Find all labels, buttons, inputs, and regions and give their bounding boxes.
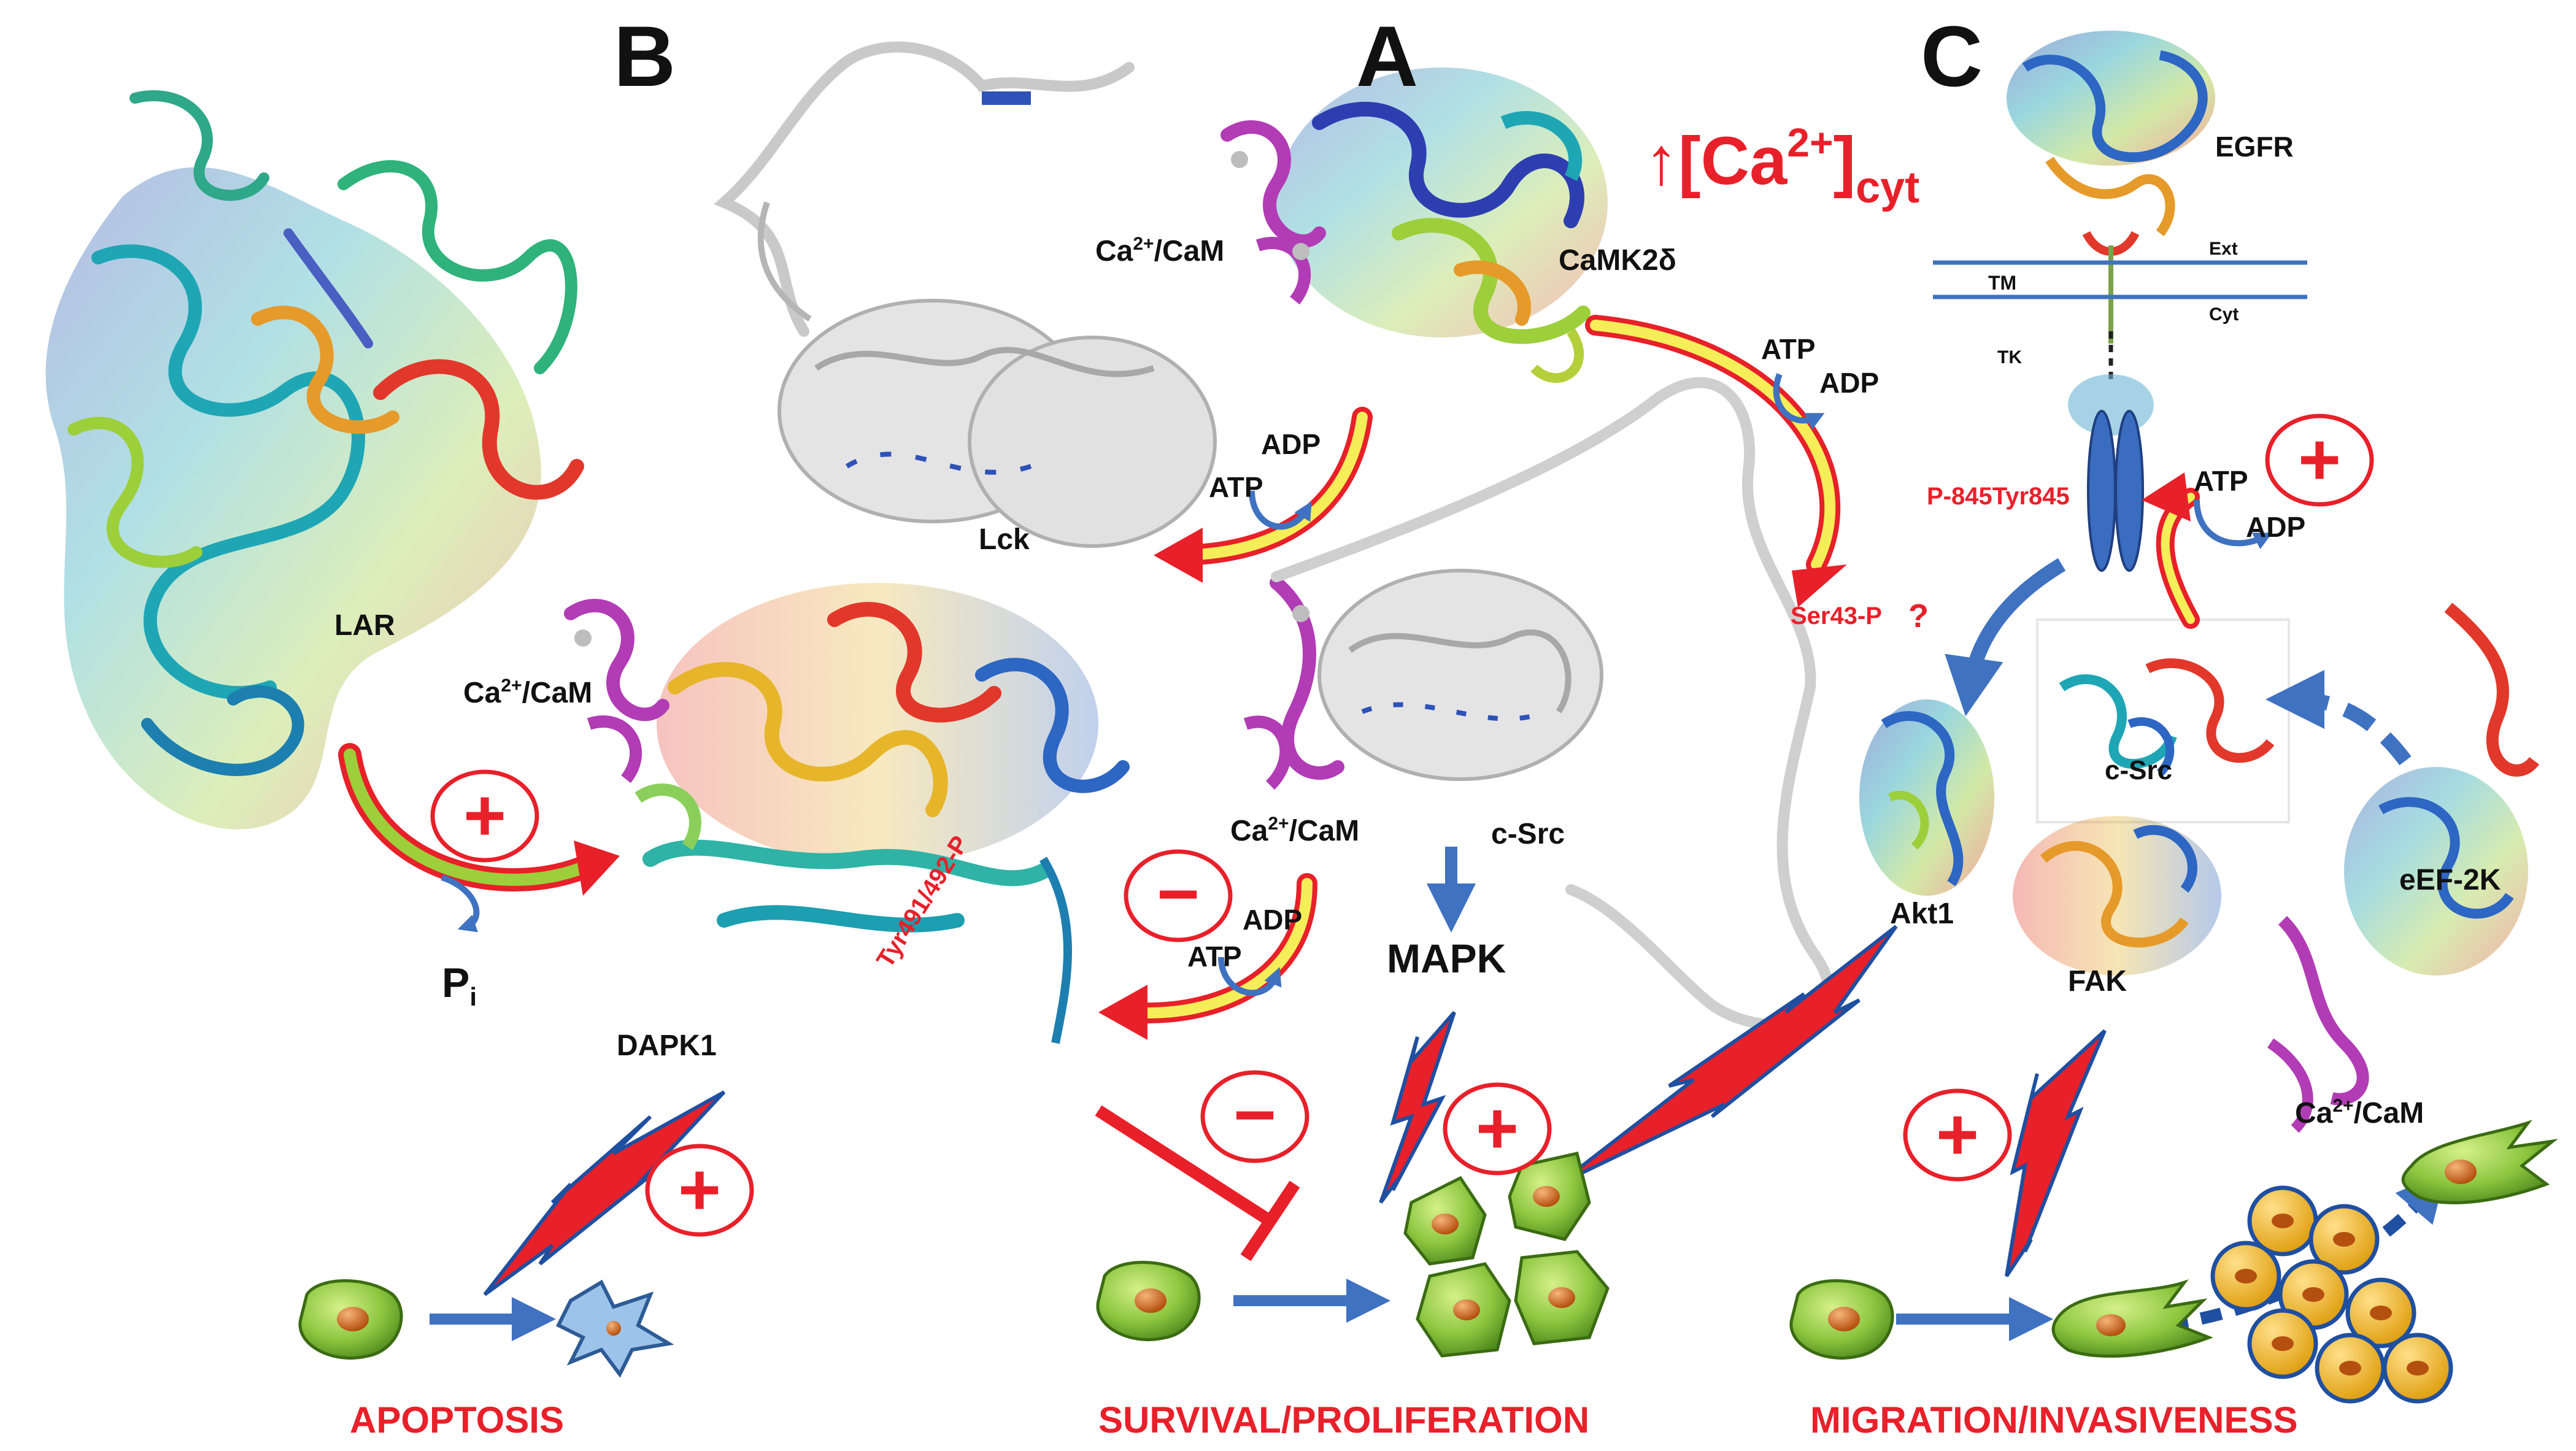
lar-activation-plus: + <box>430 769 539 863</box>
lck-label: Lck <box>979 523 1030 556</box>
lar-label: LAR <box>334 609 395 642</box>
adp-label-egfr: ADP <box>2246 511 2305 543</box>
tk-domain-label: TK <box>1997 347 2022 368</box>
panel-label-a: A <box>1356 8 1418 104</box>
csrc-structure-c <box>2059 658 2275 776</box>
cam-label-csrc: Ca2+/CaM <box>1230 814 1359 847</box>
dapk1-structure <box>634 583 1130 1044</box>
membrane-cyt-label: Cyt <box>2209 304 2239 325</box>
dapk1-survival-minus: − <box>1200 1070 1309 1163</box>
atp-label-camk2d: ATP <box>1761 333 1816 365</box>
eef2k-structure <box>2267 602 2539 1133</box>
apoptotic-cell <box>555 1279 674 1378</box>
akt1-lightning <box>1557 925 1898 1186</box>
egfr-activation-plus: + <box>2265 414 2374 507</box>
svg-text:+: + <box>1476 1087 1519 1169</box>
fak-structure <box>2013 816 2221 976</box>
dapk1-inhibition-line <box>1095 1105 1274 1226</box>
outcome-migration-invasiveness: MIGRATION/INVASIVENESS <box>1810 1399 2298 1441</box>
healthy-cell-migration <box>1789 1279 1894 1360</box>
akt1-structure <box>1859 699 1994 896</box>
adp-label-lck: ADP <box>1261 428 1321 460</box>
svg-text:+: + <box>1936 1093 1979 1176</box>
egfr-structure <box>2007 31 2215 572</box>
panel-label-b: B <box>614 8 676 104</box>
mapk-survival-plus: + <box>1443 1082 1552 1176</box>
tumor-cell-cluster <box>2210 1185 2453 1404</box>
ser43-site-label: Ser43-P <box>1791 602 1882 629</box>
csrc-label-a: c-Src <box>1491 818 1565 850</box>
akt1-label: Akt1 <box>1890 898 1954 930</box>
eef2k-label: eEF-2K <box>2399 864 2501 896</box>
atp-adp-arc-dapk1 <box>1218 956 1282 996</box>
fak-label: FAK <box>2068 965 2127 998</box>
csrc-dapk1-minus: − <box>1124 849 1233 942</box>
atp-label-lck: ATP <box>1209 471 1263 503</box>
apoptosis-lightning <box>483 1090 726 1296</box>
atp-adp-arc-camk2d <box>1773 373 1825 430</box>
healthy-cell-apoptosis <box>298 1279 403 1360</box>
migrating-cell <box>2051 1279 2213 1358</box>
camk2d-structure <box>1276 67 1608 383</box>
svg-text:+: + <box>463 774 506 856</box>
dapk1-apoptosis-plus: + <box>645 1144 754 1237</box>
p845-site-label: P-845Tyr845 <box>1927 483 2070 510</box>
inhibition-bar <box>1240 1180 1300 1261</box>
ser43-question-mark: ? <box>1908 598 1929 634</box>
eef2k-to-csrc-arrow <box>2266 670 2412 766</box>
svg-text:−: − <box>1233 1074 1276 1156</box>
atp-adp-arc-egfr <box>2194 499 2273 550</box>
adp-label-dapk1: ADP <box>1243 904 1302 936</box>
adp-label-camk2d: ADP <box>1819 367 1879 399</box>
cam-structure-a <box>1221 120 1326 305</box>
outcome-survival-proliferation: SURVIVAL/PROLIFERATION <box>1098 1399 1589 1441</box>
migration-plus: + <box>1903 1088 2012 1182</box>
outcome-apoptosis: APOPTOSIS <box>350 1399 564 1441</box>
atp-label-dapk1: ATP <box>1187 941 1242 972</box>
membrane-tm-label: TM <box>1988 272 2016 294</box>
mapk-label: MAPK <box>1387 936 1506 981</box>
proliferating-cells <box>1403 1152 1610 1358</box>
cam-label-eef2k: Ca2+/CaM <box>2295 1096 2424 1130</box>
cam-structure-b <box>564 599 669 783</box>
fak-lightning <box>2005 1029 2107 1277</box>
calcium-cytosolic-label: ↑[Ca2+]cyt <box>1645 120 1919 212</box>
csrc-label-c: c-Src <box>2105 755 2172 785</box>
csrc-structure-box <box>2036 618 2290 823</box>
egfr-to-akt1-arrow <box>1945 558 2066 717</box>
pi-release-arc <box>441 874 480 933</box>
atp-adp-arc-lck <box>1249 490 1312 530</box>
svg-text:−: − <box>1157 853 1200 935</box>
svg-text:+: + <box>678 1149 721 1231</box>
healthy-cell-proliferation <box>1096 1261 1201 1341</box>
lar-structure <box>45 90 584 829</box>
camk2d-label: CaMK2δ <box>1559 244 1676 277</box>
invasive-cell <box>2401 1120 2558 1204</box>
cam-label-b: Ca2+/CaM <box>463 675 592 709</box>
panel-label-c: C <box>1921 8 1983 104</box>
svg-text:+: + <box>2298 418 2341 501</box>
dapk1-label: DAPK1 <box>617 1030 717 1062</box>
lck-structure <box>714 41 1217 548</box>
mapk-lightning <box>1379 1011 1456 1204</box>
egfr-label: EGFR <box>2215 131 2294 163</box>
disordered-region <box>1271 377 1834 1031</box>
cam-label-a: Ca2+/CaM <box>1095 234 1224 267</box>
membrane-ext-label: Ext <box>2209 239 2238 259</box>
pi-label: Pi <box>442 960 477 1011</box>
atp-label-egfr: ATP <box>2194 465 2248 497</box>
csrc-structure-a <box>1243 569 1603 790</box>
